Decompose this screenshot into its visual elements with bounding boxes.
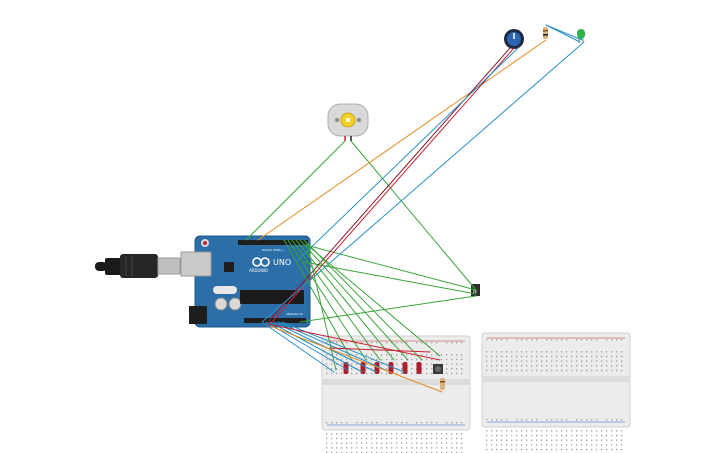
wire[interactable] xyxy=(271,47,515,323)
usb-cable[interactable] xyxy=(95,254,181,278)
wire[interactable] xyxy=(261,41,585,323)
wire[interactable] xyxy=(287,239,367,361)
svg-text:N: N xyxy=(473,289,477,295)
potentiometer[interactable] xyxy=(504,29,524,49)
wire[interactable] xyxy=(350,140,477,291)
breadboard-right[interactable] xyxy=(481,332,631,451)
resistor-breadboard-small[interactable] xyxy=(440,378,445,390)
analog-header-label: ANALOG IN xyxy=(286,312,303,316)
wire[interactable] xyxy=(305,243,441,357)
breadboard-left[interactable] xyxy=(321,335,471,453)
power-jack xyxy=(189,306,207,324)
resistor xyxy=(343,362,349,374)
wire[interactable] xyxy=(267,47,511,323)
atmega-chip xyxy=(240,290,304,304)
dc-motor[interactable] xyxy=(327,103,369,141)
wire[interactable] xyxy=(303,261,477,295)
digital-header xyxy=(238,240,308,245)
wire[interactable] xyxy=(303,239,423,361)
wire[interactable] xyxy=(329,347,431,353)
arduino-uno-board[interactable]: UNO ARDUINO DIGITAL (PWM~) ANALOG IN xyxy=(180,235,311,328)
wire[interactable] xyxy=(295,239,395,361)
wire[interactable] xyxy=(299,239,409,361)
board-brand-label: ARDUINO xyxy=(249,268,268,273)
pushbutton[interactable] xyxy=(433,364,443,374)
resistor xyxy=(402,362,408,374)
wire[interactable] xyxy=(545,24,581,43)
resistor xyxy=(360,362,366,374)
wire[interactable] xyxy=(267,323,441,361)
resistor xyxy=(374,362,380,374)
usb-port xyxy=(180,251,212,277)
wires xyxy=(245,24,585,393)
breadboard-resistors xyxy=(343,362,422,374)
analog-header xyxy=(244,318,306,323)
resistor-top[interactable] xyxy=(543,27,548,39)
wire[interactable] xyxy=(281,321,405,373)
wire[interactable] xyxy=(261,321,335,373)
breadboard-right-holes xyxy=(486,339,623,451)
wire[interactable] xyxy=(269,321,363,373)
infinity-logo xyxy=(252,257,270,267)
board-model-label: UNO xyxy=(273,258,291,267)
wire[interactable] xyxy=(245,140,346,241)
wire[interactable] xyxy=(299,295,477,323)
wire[interactable] xyxy=(291,239,381,361)
resistor xyxy=(416,362,422,374)
wire[interactable] xyxy=(305,244,477,291)
wire[interactable] xyxy=(283,239,353,361)
wire[interactable] xyxy=(295,47,519,263)
wire[interactable] xyxy=(269,325,443,393)
digital-header-label: DIGITAL (PWM~) xyxy=(262,248,284,252)
wire[interactable] xyxy=(257,39,547,241)
resistor xyxy=(388,362,394,374)
